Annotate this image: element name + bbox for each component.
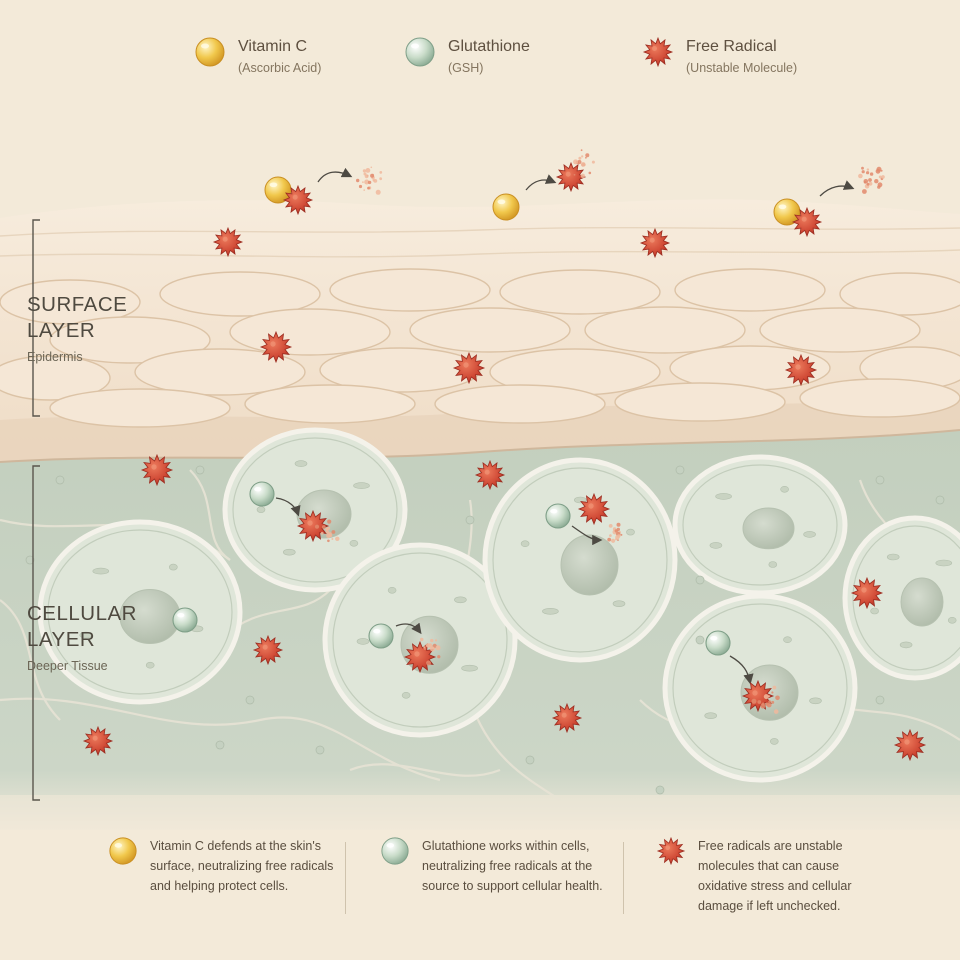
free-radical-icon [642,36,674,68]
reaction-arrow [525,174,557,191]
free-radical-molecule [296,509,330,543]
neutralized-particles [356,166,383,195]
neutralized-particles [420,637,441,666]
free-radical-molecule [639,227,671,259]
legend-free-radical: Free Radical (Unstable Molecule) [642,32,842,82]
free-radical-molecule [577,492,611,526]
tissue-cell [222,427,408,593]
reaction-arrow [395,622,422,635]
vitamin-c-molecule [773,198,801,226]
cellular-layer-label: CELLULAR LAYER Deeper Tissue [27,601,137,673]
legend-free-radical-subtitle: (Unstable Molecule) [686,61,798,75]
tissue-cell [37,519,243,705]
glutathione-molecule [545,503,571,529]
glutathione-molecule [368,623,394,649]
tissue-vesicles [25,465,945,795]
cellular-layer-title-line2: LAYER [27,628,96,651]
legend-glutathione-subtitle: (GSH) [448,61,484,75]
reaction-arrow [819,180,855,197]
free-radical-molecule [784,353,818,387]
free-radical-molecule [850,576,884,610]
free-radical-molecule [551,702,583,734]
legend-vitamin-c: Vitamin C (Ascorbic Acid) [194,32,364,82]
neutralized-particles [314,519,340,543]
note-vitamin-c: Vitamin C defends at the skin's surface,… [108,834,348,924]
reaction-arrow [317,167,353,183]
legend-glutathione-title: Glutathione [448,38,530,55]
free-radical-molecule [282,184,314,216]
free-radical-molecule [82,725,114,757]
molecule-marks [82,149,927,762]
cellular-layer-subtitle: Deeper Tissue [27,659,108,673]
legend-free-radical-title: Free Radical [686,38,777,55]
note-divider [345,842,346,914]
legend-glutathione: Glutathione (GSH) [404,32,574,82]
legend-vitamin-c-subtitle: (Ascorbic Acid) [238,61,322,75]
note-free-radical: Free radicals are unstable molecules tha… [656,834,896,924]
epidermis-cells [0,268,960,428]
neutralized-particles [751,685,780,714]
tissue-cell [482,457,678,663]
glutathione-molecule-icon [405,37,435,67]
reaction-arrow [275,497,301,517]
free-radical-molecule [474,459,506,491]
free-radical-molecule [741,679,775,713]
surface-layer-label: SURFACE LAYER Epidermis [27,292,127,364]
free-radical-molecule [893,728,927,762]
free-radical-molecule [791,206,823,238]
reaction-arrow [571,525,603,546]
tissue-cell [672,454,848,596]
glutathione-molecule [249,481,275,507]
free-radical-molecule [259,330,293,364]
free-radical-icon [656,836,686,866]
surface-layer-subtitle: Epidermis [27,350,83,364]
legend-vitamin-c-title: Vitamin C [238,38,308,55]
cellular-layer-bracket [32,465,40,801]
neutralized-particles [607,522,623,543]
surface-layer-title-line1: SURFACE [27,293,128,316]
surface-layer-bracket [32,219,40,417]
neutralized-particles [858,166,885,194]
tissue-cell [842,515,960,681]
note-glutathione: Glutathione works within cells, neutrali… [380,834,620,924]
neutralized-particles [573,149,595,178]
free-radical-molecule [452,351,486,385]
reaction-arrow [729,655,754,685]
cellular-layer-title-line1: CELLULAR [27,602,137,625]
free-radical-molecule [212,226,244,258]
glutathione-molecule [172,607,198,633]
glutathione-molecule-icon [381,837,409,865]
vitamin-c-molecule-icon [109,837,137,865]
note-divider [623,842,624,914]
note-free-radical-text: Free radicals are unstable molecules tha… [698,839,852,913]
free-radical-molecule [252,634,284,666]
note-vitamin-c-text: Vitamin C defends at the skin's surface,… [150,839,334,893]
glutathione-molecule [705,630,731,656]
free-radical-molecule [555,161,587,193]
surface-layer-title-line2: LAYER [27,319,96,342]
free-radical-molecule [140,453,174,487]
vitamin-c-molecule-icon [195,37,225,67]
vitamin-c-molecule [492,193,520,221]
note-glutathione-text: Glutathione works within cells, neutrali… [422,839,603,893]
